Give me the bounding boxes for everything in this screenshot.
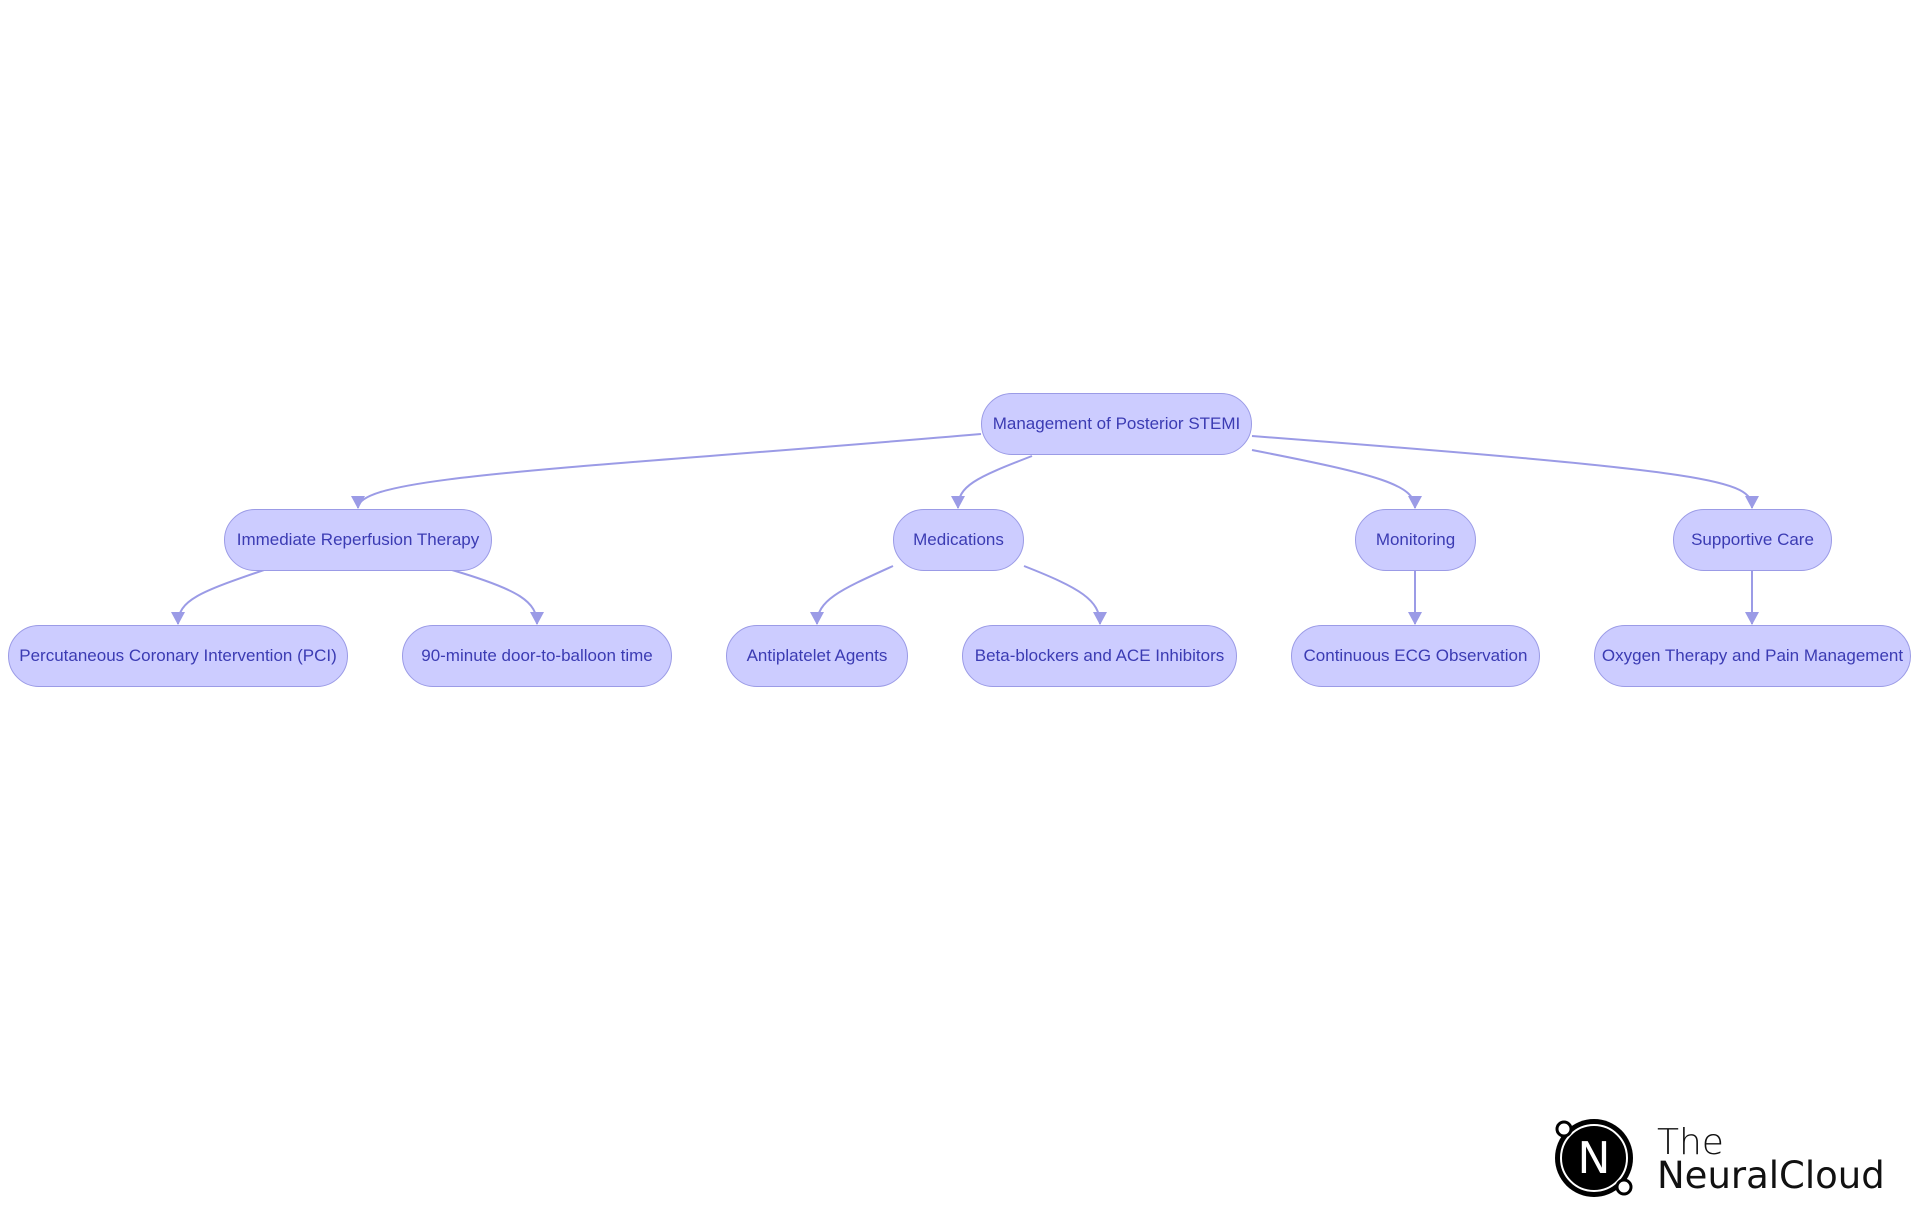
brand-name-line2: NeuralCloud <box>1657 1154 1885 1197</box>
node-door-to-balloon: 90-minute door-to-balloon time <box>402 625 672 687</box>
node-root: Management of Posterior STEMI <box>981 393 1252 455</box>
node-root-label: Management of Posterior STEMI <box>992 414 1241 433</box>
arrowhead-monitoring <box>1408 496 1422 509</box>
edge-root-to-reperfusion <box>357 433 982 509</box>
node-label: Continuous ECG Observation <box>1303 646 1528 665</box>
node-medications: Medications <box>893 509 1024 571</box>
node-oxygen-therapy-pain-management: Oxygen Therapy and Pain Management <box>1594 625 1911 687</box>
edge-root-to-supportive <box>1251 435 1753 509</box>
node-label: Immediate Reperfusion Therapy <box>236 530 480 549</box>
node-label: 90-minute door-to-balloon time <box>421 646 653 665</box>
arrowhead-supportive <box>1745 496 1759 509</box>
arrowhead-door-to-balloon <box>530 612 544 625</box>
arrowhead-antiplatelet <box>810 612 824 625</box>
node-label: Antiplatelet Agents <box>746 646 888 665</box>
arrowhead-pci <box>171 612 185 625</box>
arrowhead-ecg <box>1408 612 1422 625</box>
node-immediate-reperfusion-therapy: Immediate Reperfusion Therapy <box>224 509 492 571</box>
brand-name-line1: The <box>1657 1122 1724 1163</box>
node-label: Supportive Care <box>1691 530 1814 549</box>
node-pci: Percutaneous Coronary Intervention (PCI) <box>8 625 348 687</box>
edge-root-to-medications <box>957 455 1033 509</box>
arrowhead-medications <box>951 496 965 509</box>
node-label: Beta-blockers and ACE Inhibitors <box>974 646 1225 665</box>
edge-root-to-monitoring <box>1251 449 1416 509</box>
neuralcloud-logo: N The NeuralCloud <box>1552 1116 1892 1200</box>
edge-reperfusion-to-pci <box>177 569 265 625</box>
arrowhead-oxygen <box>1745 612 1759 625</box>
edge-medications-to-antiplatelet <box>816 565 894 625</box>
node-label: Medications <box>913 530 1004 549</box>
node-supportive-care: Supportive Care <box>1673 509 1832 571</box>
node-continuous-ecg-observation: Continuous ECG Observation <box>1291 625 1540 687</box>
node-label: Percutaneous Coronary Intervention (PCI) <box>19 646 337 665</box>
node-label: Monitoring <box>1375 530 1456 549</box>
node-monitoring: Monitoring <box>1355 509 1476 571</box>
edge-medications-to-beta-blockers <box>1023 565 1101 625</box>
logo-mark-icon: N <box>1555 1119 1633 1197</box>
node-beta-blockers-ace-inhibitors: Beta-blockers and ACE Inhibitors <box>962 625 1237 687</box>
node-antiplatelet-agents: Antiplatelet Agents <box>726 625 908 687</box>
logo-letter: N <box>1578 1133 1611 1184</box>
arrowhead-reperfusion <box>351 496 365 509</box>
arrowhead-beta-blockers <box>1093 612 1107 625</box>
edge-reperfusion-to-door-to-balloon <box>451 569 538 625</box>
node-label: Oxygen Therapy and Pain Management <box>1601 646 1904 665</box>
